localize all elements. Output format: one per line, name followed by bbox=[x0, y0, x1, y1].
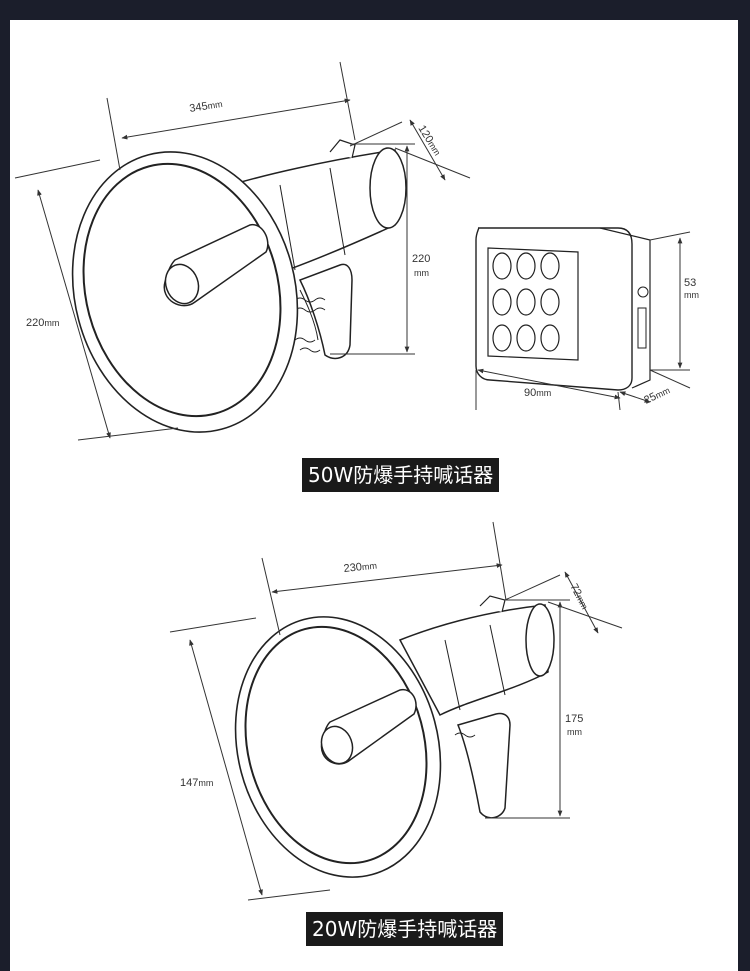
dim-20w-depth: 72 bbox=[567, 582, 583, 598]
svg-text:345mm: 345mm bbox=[189, 98, 224, 115]
svg-text:25mm: 25mm bbox=[642, 384, 672, 406]
keypad-button bbox=[540, 288, 560, 316]
dim-controller-depth-unit: mm bbox=[654, 385, 672, 400]
keypad-button bbox=[516, 252, 536, 280]
dim-controller-depth: 25 bbox=[642, 391, 658, 407]
dim-20w-length: 230 bbox=[343, 561, 363, 575]
megaphone-20w-dimensions bbox=[169, 521, 623, 901]
dim-20w-height-unit: mm bbox=[567, 727, 582, 737]
keypad-button bbox=[492, 252, 512, 280]
caption-20w: 20W防爆手持喊话器 bbox=[306, 912, 504, 946]
keypad-button bbox=[540, 252, 560, 280]
keypad-button bbox=[516, 288, 536, 316]
dim-20w-depth-unit: mm bbox=[574, 593, 590, 611]
svg-text:147mm: 147mm bbox=[180, 777, 213, 789]
svg-text:72mm: 72mm bbox=[567, 582, 590, 612]
dim-controller-width: 90 bbox=[524, 387, 536, 399]
megaphone-50w-dimensions bbox=[14, 61, 471, 441]
controller-box-drawing bbox=[475, 227, 651, 391]
caption-50w: 50W防爆手持喊话器 bbox=[302, 458, 500, 492]
megaphone-20w-drawing bbox=[234, 595, 555, 878]
svg-text:230mm: 230mm bbox=[343, 560, 377, 575]
controller-keypad bbox=[492, 252, 560, 352]
dim-controller-height: 53 bbox=[684, 277, 696, 289]
keypad-button bbox=[540, 324, 560, 352]
svg-text:90mm: 90mm bbox=[524, 387, 551, 399]
keypad-button bbox=[516, 324, 536, 352]
dim-50w-bell: 220 bbox=[26, 317, 44, 329]
keypad-button bbox=[492, 324, 512, 352]
dim-20w-bell: 147 bbox=[180, 777, 198, 789]
dim-20w-length-unit: mm bbox=[361, 561, 377, 573]
dim-50w-height-unit: mm bbox=[414, 268, 429, 278]
dim-50w-bell-unit: mm bbox=[44, 318, 59, 328]
dim-controller-width-unit: mm bbox=[536, 388, 551, 398]
dim-20w-height: 175 bbox=[565, 713, 583, 725]
keypad-button bbox=[492, 288, 512, 316]
dim-50w-height: 220 bbox=[412, 253, 430, 265]
controller-dimensions bbox=[475, 231, 691, 411]
dim-50w-length: 345 bbox=[189, 100, 209, 115]
megaphone-50w-drawing bbox=[71, 139, 407, 433]
dim-controller-height-unit: mm bbox=[684, 290, 699, 300]
dim-20w-bell-unit: mm bbox=[198, 778, 213, 788]
svg-text:220mm: 220mm bbox=[26, 317, 59, 329]
dim-50w-length-unit: mm bbox=[207, 99, 223, 111]
dim-50w-depth-unit: mm bbox=[426, 139, 442, 157]
